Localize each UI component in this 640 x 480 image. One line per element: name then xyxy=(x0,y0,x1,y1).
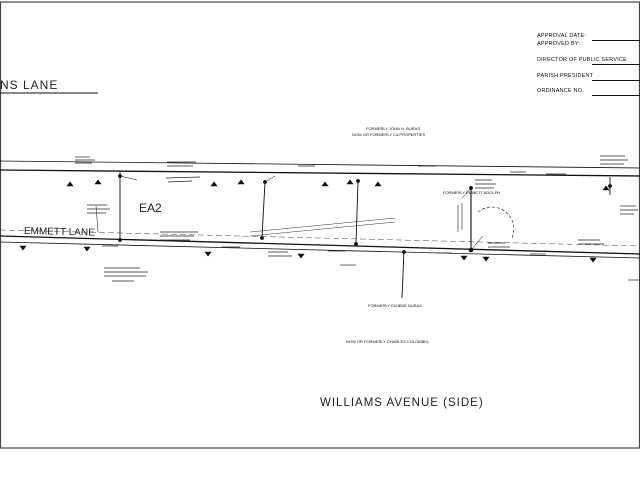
lot-line xyxy=(261,181,266,238)
owner-label-top-b: NOW OR FORMERLY CA PROPERTIES xyxy=(352,132,426,137)
street-label-top-left: NS LANE xyxy=(0,78,59,92)
parcel-label: EA2 xyxy=(139,201,162,215)
parish-president-label: PARISH PRESIDENT xyxy=(537,73,594,79)
owner-label-bottom-a: FORMERLY DIXIENE BURAS xyxy=(368,303,422,308)
lot-line xyxy=(355,180,359,245)
ordinance-line xyxy=(592,95,640,96)
curve-arc xyxy=(477,206,515,239)
director-line xyxy=(592,64,640,65)
street-label-williams: WILLIAMS AVENUE (SIDE) xyxy=(320,397,484,409)
parish-president-line xyxy=(592,80,640,81)
annotation-strokes xyxy=(75,155,640,282)
leader-lines xyxy=(95,175,484,251)
driveway-line xyxy=(249,217,396,233)
south-property-line xyxy=(0,235,640,255)
ordinance-label: ORDINANCE NO. xyxy=(537,88,584,94)
vertical-annotation xyxy=(457,203,463,232)
owner-label-top-a: FORMERLY JOHN H. BURAS xyxy=(366,126,420,131)
owner-label-bottom-b: NOW OR FORMERLY CHARLES COLOMBEL xyxy=(346,339,430,344)
approval-date-line xyxy=(592,40,640,41)
lot-line xyxy=(401,249,405,299)
driveway-line xyxy=(249,221,396,237)
director-label: DIRECTOR OF PUBLIC SERVICE xyxy=(537,57,627,63)
approved-by-label: APPROVED BY: xyxy=(537,41,581,47)
north-street-edge xyxy=(0,160,640,169)
north-property-line xyxy=(0,169,640,177)
survey-markers xyxy=(19,174,612,263)
title-block: APPROVAL DATE: APPROVED BY: DIRECTOR OF … xyxy=(0,0,640,120)
street-label-emmett: EMMETT LANE xyxy=(23,226,95,239)
owner-label-middle: FORMERLY EMMETT ADOLPH xyxy=(443,190,501,195)
centerline xyxy=(0,229,640,247)
approval-date-label: APPROVAL DATE: xyxy=(537,33,587,39)
south-street-edge xyxy=(0,241,640,259)
